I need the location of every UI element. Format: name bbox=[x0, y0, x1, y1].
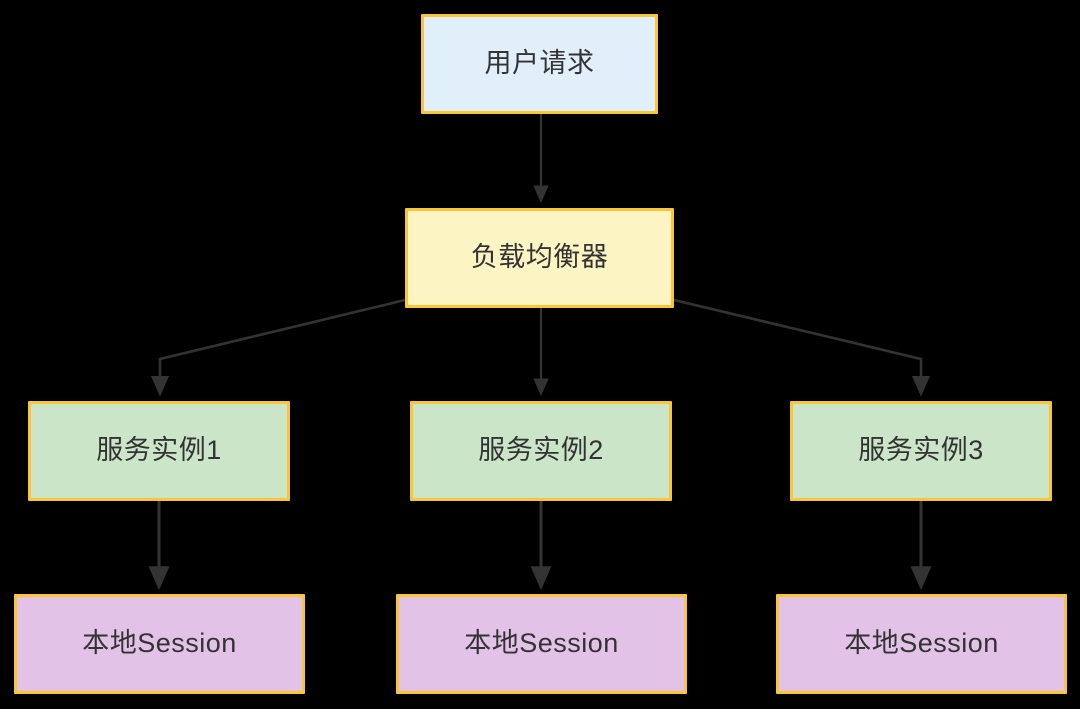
node-load-balancer-label: 负载均衡器 bbox=[470, 242, 609, 273]
edge-load-balancer-to-service-1 bbox=[150, 298, 406, 397]
node-local-session-3-label: 本地Session bbox=[844, 628, 999, 659]
node-local-session-2-label: 本地Session bbox=[464, 628, 619, 659]
node-local-session-1[interactable]: 本地Session bbox=[14, 594, 305, 694]
node-service-instance-3[interactable]: 服务实例3 bbox=[790, 401, 1052, 501]
node-service-instance-2-label: 服务实例2 bbox=[478, 435, 604, 466]
node-local-session-1-label: 本地Session bbox=[82, 628, 237, 659]
node-service-instance-1-label: 服务实例1 bbox=[96, 435, 222, 466]
node-user-request-label: 用户请求 bbox=[484, 48, 595, 79]
node-load-balancer[interactable]: 负载均衡器 bbox=[405, 208, 674, 308]
node-service-instance-2[interactable]: 服务实例2 bbox=[410, 401, 672, 501]
edge-load-balancer-to-service-3 bbox=[673, 298, 931, 397]
node-service-instance-1[interactable]: 服务实例1 bbox=[28, 401, 290, 501]
node-service-instance-3-label: 服务实例3 bbox=[858, 435, 984, 466]
node-user-request[interactable]: 用户请求 bbox=[421, 14, 658, 114]
node-local-session-3[interactable]: 本地Session bbox=[776, 594, 1067, 694]
node-local-session-2[interactable]: 本地Session bbox=[396, 594, 687, 694]
